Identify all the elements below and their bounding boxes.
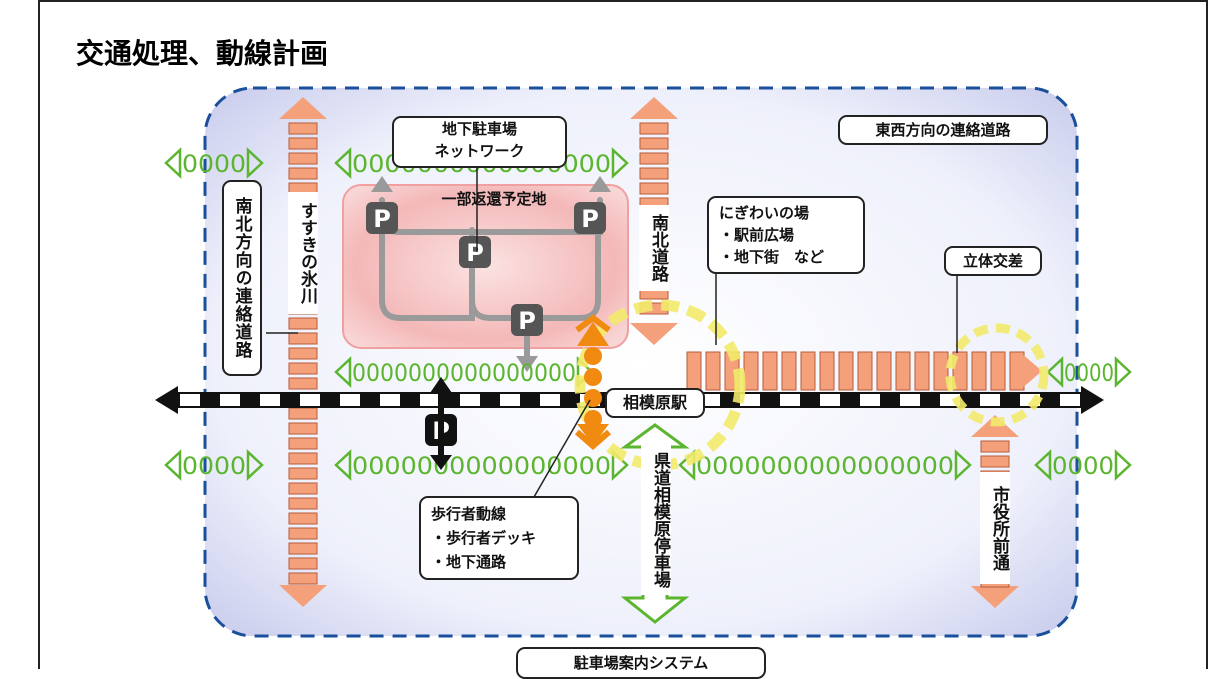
nanboku-road-brick xyxy=(639,122,669,135)
pedestrian-arrow-bottom_mid: 0000000000000000 xyxy=(334,449,629,481)
parking-vertical-arrow xyxy=(430,377,452,470)
nanboku-road-arrow-bottom xyxy=(630,323,678,345)
station-label: 相模原駅 xyxy=(605,388,705,418)
east-west-road-brick xyxy=(743,351,759,391)
east-west-road-brick xyxy=(971,351,987,391)
east-west-road xyxy=(686,351,1042,391)
east-west-road-arrow xyxy=(1020,352,1042,390)
nigiwai-label: にぎわいの場 ・駅前広場 ・地下街 など xyxy=(707,196,865,274)
susukino-road-brick xyxy=(288,137,318,150)
underground-parking-label: 地下駐車場 ネットワーク xyxy=(392,116,567,168)
east-west-road-brick xyxy=(762,351,778,391)
east-west-road-brick xyxy=(819,351,835,391)
susukino-road-brick xyxy=(288,377,318,390)
east-west-road-brick xyxy=(914,351,930,391)
ns-road-link-label: 南北方向の連絡道路 xyxy=(222,180,262,376)
pedestrian-row-text: 0000 xyxy=(1064,359,1114,387)
susukino-road-brick xyxy=(288,512,318,525)
susukino-road-brick xyxy=(288,572,318,585)
east-west-road-brick xyxy=(838,351,854,391)
prefectural-road-label: 県道相模原停車場 xyxy=(641,445,671,595)
pedestrian-arrow-mid_right: 0000 xyxy=(1046,356,1132,388)
parking-icon: P xyxy=(366,202,398,234)
susukino-road-brick xyxy=(288,527,318,540)
susukino-road-brick xyxy=(288,332,318,345)
susukino-road-brick xyxy=(288,122,318,135)
svg-text:P: P xyxy=(518,307,536,335)
east-west-road-brick xyxy=(800,351,816,391)
grade-separation-label: 立体交差 xyxy=(944,246,1042,276)
east-west-road-brick xyxy=(705,351,721,391)
east-west-road-brick xyxy=(990,351,1006,391)
nanboku-road-arrow-top xyxy=(630,97,678,119)
nanboku-label: 南北道路 xyxy=(639,205,669,291)
susukino-label: すすきの氷川 xyxy=(288,192,318,314)
grade-separation-ring xyxy=(945,323,1049,427)
east-west-road-brick xyxy=(933,351,949,391)
partial-return-text: 一部返還予定地 xyxy=(441,190,547,208)
parking-icon: P xyxy=(511,304,543,336)
east-west-road-brick xyxy=(895,351,911,391)
city-hall-road-brick xyxy=(980,440,1010,453)
susukino-road-brick xyxy=(288,317,318,330)
susukino-road-brick xyxy=(288,437,318,450)
pedestrian-row-text: 0000000000000000 xyxy=(696,452,954,480)
pedestrian-label: 歩行者動線 ・歩行者デッキ ・地下通路 xyxy=(419,496,579,580)
svg-text:P: P xyxy=(581,205,599,233)
pedestrian-row-text: 0000000000000000 xyxy=(352,359,576,387)
ew-road-label: 東西方向の連絡道路 xyxy=(838,115,1048,145)
pedestrian-arrow-top_left: 0000 xyxy=(164,147,264,179)
susukino-road-brick xyxy=(288,542,318,555)
susukino-road-brick xyxy=(288,422,318,435)
east-west-road-brick xyxy=(781,351,797,391)
pedestrian-row-text: 0000 xyxy=(182,150,246,178)
pedestrian-arrow-bottom_left: 0000 xyxy=(164,449,264,481)
parking-badges: PPPPP xyxy=(366,202,606,446)
nanboku-road-brick xyxy=(639,152,669,165)
susukino-road-brick xyxy=(288,482,318,495)
page-title: 交通処理、動線計画 xyxy=(76,37,329,70)
east-west-road-brick xyxy=(857,351,873,391)
susukino-road-arrow-bottom xyxy=(279,585,327,607)
svg-text:P: P xyxy=(373,205,391,233)
nanboku-road-brick xyxy=(639,137,669,150)
susukino-road-brick xyxy=(288,467,318,480)
susukino-road-arrow-top xyxy=(279,97,327,119)
parking-icon: P xyxy=(459,236,491,268)
city-hall-road-brick xyxy=(980,455,1010,468)
parking-guidance-label[interactable]: 駐車場案内システム xyxy=(516,647,766,679)
pedestrian-arrow-bottom_far_right: 0000 xyxy=(1034,449,1132,481)
pedestrian-row-text: 0000 xyxy=(1052,452,1114,480)
svg-text:P: P xyxy=(466,239,484,267)
nanboku-road-brick xyxy=(639,167,669,180)
pedestrian-deck xyxy=(575,314,611,450)
susukino-road-brick xyxy=(288,407,318,420)
susukino-road-brick xyxy=(288,497,318,510)
parking-icon: P xyxy=(574,202,606,234)
city-hall-road-arrow-bottom xyxy=(971,586,1019,608)
susukino-road-brick xyxy=(288,347,318,360)
susukino-road-brick xyxy=(288,362,318,375)
pedestrian-arrow-mid_mid: 0000000000000000 xyxy=(334,356,594,388)
parking-network-arrowheads xyxy=(371,176,611,372)
east-west-road-brick xyxy=(686,351,702,391)
pedestrian-arrow-bottom_right: 0000000000000000 xyxy=(678,449,972,481)
pedestrian-row-text: 0000 xyxy=(182,452,246,480)
nanboku-road-brick xyxy=(639,182,669,195)
city-hall-label: 市役所前通 xyxy=(980,472,1010,584)
susukino-road-brick xyxy=(288,167,318,180)
susukino-road-brick xyxy=(288,452,318,465)
pedestrian-row-text: 0000000000000000 xyxy=(352,452,611,480)
east-west-road-brick xyxy=(876,351,892,391)
susukino-road-brick xyxy=(288,557,318,570)
susukino-road-brick xyxy=(288,152,318,165)
